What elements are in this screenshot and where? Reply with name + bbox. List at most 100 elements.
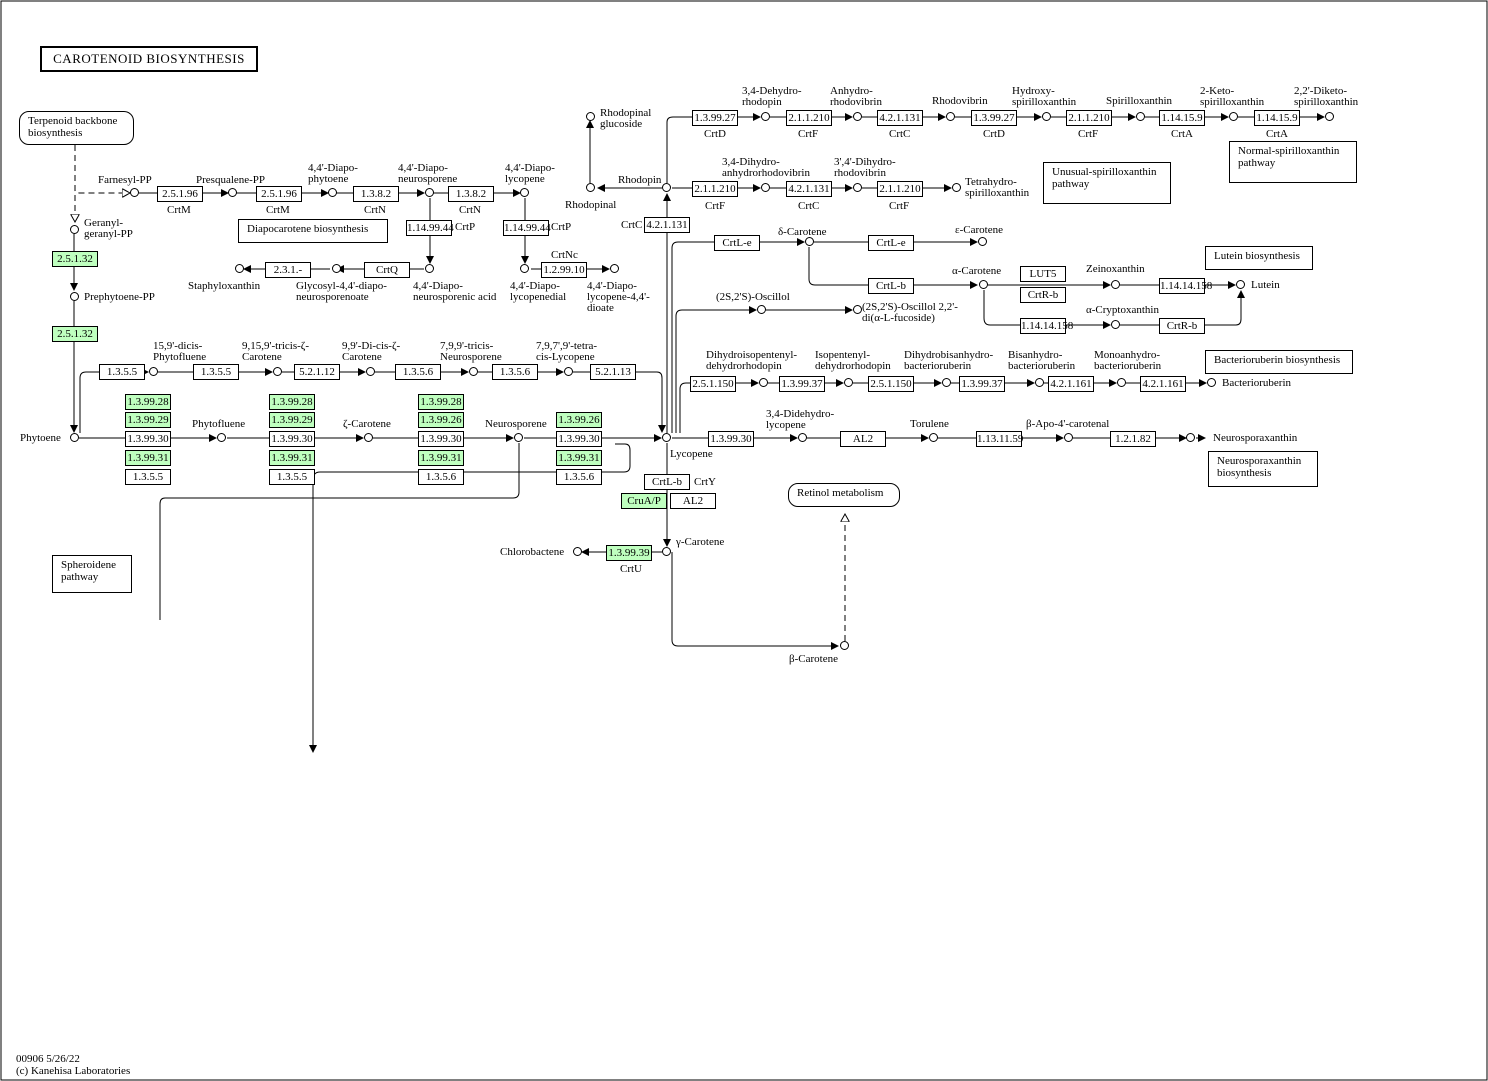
enzyme-2-5-1-150[interactable]: 2.5.1.150 — [868, 376, 914, 392]
node-zeta-carotene[interactable] — [364, 433, 373, 442]
enzyme-2-5-1-96[interactable]: 2.5.1.96 — [256, 186, 302, 202]
enzyme-1-14-14-158[interactable]: 1.14.14.158 — [1020, 318, 1074, 334]
enzyme-2-1-1-210[interactable]: 2.1.1.210 — [692, 181, 738, 197]
enzyme-2-1-1-210[interactable]: 2.1.1.210 — [877, 181, 923, 197]
node-rhodopinal-glucoside[interactable] — [586, 112, 595, 121]
enzyme-1-3-99-30[interactable]: 1.3.99.30 — [269, 431, 315, 447]
enzyme-1-3-99-30[interactable]: 1.3.99.30 — [125, 431, 171, 447]
enzyme-1-3-5-6[interactable]: 1.3.5.6 — [395, 364, 441, 380]
enzyme-1-3-8-2[interactable]: 1.3.8.2 — [448, 186, 494, 202]
module-terpenoid[interactable]: Terpenoid backbone biosynthesis — [19, 111, 134, 145]
enzyme-1-14-15-9[interactable]: 1.14.15.9 — [1159, 110, 1205, 126]
enzyme-1-3-99-30[interactable]: 1.3.99.30 — [708, 431, 754, 447]
enzyme-1-3-5-6[interactable]: 1.3.5.6 — [556, 469, 602, 485]
enzyme-1-3-99-30[interactable]: 1.3.99.30 — [556, 431, 602, 447]
enzyme-5-2-1-13[interactable]: 5.2.1.13 — [590, 364, 636, 380]
node-bacterioruberin[interactable] — [1207, 378, 1216, 387]
enzyme-4-2-1-131[interactable]: 4.2.1.131 — [644, 217, 690, 233]
enzyme-1-3-5-5[interactable]: 1.3.5.5 — [125, 469, 171, 485]
node-rhodovibrin[interactable] — [946, 112, 955, 121]
enzyme-crua-p[interactable]: CruA/P — [621, 493, 667, 509]
enzyme-crtl-e[interactable]: CrtL-e — [714, 235, 760, 251]
node-tricis-zeta[interactable] — [273, 367, 282, 376]
node-rhodopin[interactable] — [662, 183, 671, 192]
node-presqualene-pp[interactable] — [228, 188, 237, 197]
node-torulene[interactable] — [929, 433, 938, 442]
node-geranylgeranyl-pp[interactable] — [70, 225, 79, 234]
node-diapolycopene[interactable] — [520, 188, 529, 197]
enzyme-1-3-99-37[interactable]: 1.3.99.37 — [779, 376, 825, 392]
node-lutein[interactable] — [1236, 280, 1245, 289]
enzyme-1-3-99-37[interactable]: 1.3.99.37 — [959, 376, 1005, 392]
enzyme-1-3-99-27[interactable]: 1.3.99.27 — [692, 110, 738, 126]
node-prephytoene-pp[interactable] — [70, 292, 79, 301]
enzyme-1-3-99-26[interactable]: 1.3.99.26 — [418, 412, 464, 428]
enzyme-1-3-5-6[interactable]: 1.3.5.6 — [418, 469, 464, 485]
node-dihydro-rhodovibrin[interactable] — [853, 183, 862, 192]
enzyme-2-3-1[interactable]: 2.3.1.- — [265, 262, 311, 278]
node-oscillol-fucoside[interactable] — [853, 305, 862, 314]
node-neurosporaxanthin[interactable] — [1186, 433, 1195, 442]
node-chlorobactene[interactable] — [573, 547, 582, 556]
enzyme-1-3-99-39[interactable]: 1.3.99.39 — [606, 545, 652, 561]
enzyme-1-3-5-6[interactable]: 1.3.5.6 — [492, 364, 538, 380]
node-tetrahydro-spirillo[interactable] — [952, 183, 961, 192]
enzyme-1-3-99-31[interactable]: 1.3.99.31 — [125, 450, 171, 466]
node-hydroxy-spirillo[interactable] — [1042, 112, 1051, 121]
enzyme-1-3-5-5[interactable]: 1.3.5.5 — [99, 364, 145, 380]
enzyme-1-3-5-5[interactable]: 1.3.5.5 — [193, 364, 239, 380]
enzyme-1-3-99-28[interactable]: 1.3.99.28 — [269, 394, 315, 410]
enzyme-1-2-99-10[interactable]: 1.2.99.10 — [541, 262, 587, 278]
node-farnesyl-pp[interactable] — [130, 188, 139, 197]
enzyme-1-3-99-31[interactable]: 1.3.99.31 — [556, 450, 602, 466]
node-dihydroisopentenyl[interactable] — [759, 378, 768, 387]
enzyme-crtl-b[interactable]: CrtL-b — [644, 474, 690, 490]
node-dicis-zeta[interactable] — [366, 367, 375, 376]
enzyme-2-5-1-32[interactable]: 2.5.1.32 — [52, 326, 98, 342]
node-keto-spirillo[interactable] — [1229, 112, 1238, 121]
enzyme-1-3-99-31[interactable]: 1.3.99.31 — [418, 450, 464, 466]
node-staphyloxanthin[interactable] — [235, 264, 244, 273]
module-lutein[interactable]: Lutein biosynthesis — [1205, 246, 1313, 270]
enzyme-4-2-1-131[interactable]: 4.2.1.131 — [786, 181, 832, 197]
enzyme-crtl-b[interactable]: CrtL-b — [868, 278, 914, 294]
node-didehydrolycopene[interactable] — [798, 433, 807, 442]
module-unusual-spirillo[interactable]: Unusual-spirilloxanthin pathway — [1043, 162, 1171, 204]
node-dihydro-anhydrorhodo[interactable] — [761, 183, 770, 192]
enzyme-crtl-e[interactable]: CrtL-e — [868, 235, 914, 251]
enzyme-2-5-1-96[interactable]: 2.5.1.96 — [157, 186, 203, 202]
enzyme-1-3-99-29[interactable]: 1.3.99.29 — [269, 412, 315, 428]
node-isopentenyl[interactable] — [844, 378, 853, 387]
node-dehydro-rhodopin[interactable] — [761, 112, 770, 121]
enzyme-4-2-1-161[interactable]: 4.2.1.161 — [1048, 376, 1094, 392]
node-phytoene[interactable] — [70, 433, 79, 442]
enzyme-2-1-1-210[interactable]: 2.1.1.210 — [786, 110, 832, 126]
enzyme-al2[interactable]: AL2 — [670, 493, 716, 509]
enzyme-1-3-99-28[interactable]: 1.3.99.28 — [125, 394, 171, 410]
enzyme-1-3-99-28[interactable]: 1.3.99.28 — [418, 394, 464, 410]
node-diketo-spirillo[interactable] — [1325, 112, 1334, 121]
node-diaponeurosporenic[interactable] — [425, 264, 434, 273]
node-apo-carotenal[interactable] — [1064, 433, 1073, 442]
node-monoanhydro[interactable] — [1117, 378, 1126, 387]
node-alpha-carotene[interactable] — [979, 280, 988, 289]
node-neurosporene[interactable] — [514, 433, 523, 442]
node-tetracis-lycopene[interactable] — [564, 367, 573, 376]
module-spheroidene[interactable]: Spheroidene pathway — [52, 555, 132, 593]
node-beta-carotene[interactable] — [840, 641, 849, 650]
node-delta-carotene[interactable] — [805, 237, 814, 246]
enzyme-crtr-b[interactable]: CrtR-b — [1020, 287, 1066, 303]
enzyme-1-3-5-5[interactable]: 1.3.5.5 — [269, 469, 315, 485]
enzyme-1-3-99-29[interactable]: 1.3.99.29 — [125, 412, 171, 428]
enzyme-4-2-1-131[interactable]: 4.2.1.131 — [877, 110, 923, 126]
node-dicis-phytofluene[interactable] — [149, 367, 158, 376]
enzyme-2-5-1-150[interactable]: 2.5.1.150 — [690, 376, 736, 392]
node-oscillol[interactable] — [757, 305, 766, 314]
node-epsilon-carotene[interactable] — [978, 237, 987, 246]
enzyme-crtr-b[interactable]: CrtR-b — [1159, 318, 1205, 334]
enzyme-1-2-1-82[interactable]: 1.2.1.82 — [1110, 431, 1156, 447]
node-diapophytoene[interactable] — [328, 188, 337, 197]
node-gamma-carotene[interactable] — [662, 547, 671, 556]
enzyme-5-2-1-12[interactable]: 5.2.1.12 — [294, 364, 340, 380]
node-diapolycopene-dioate[interactable] — [610, 264, 619, 273]
